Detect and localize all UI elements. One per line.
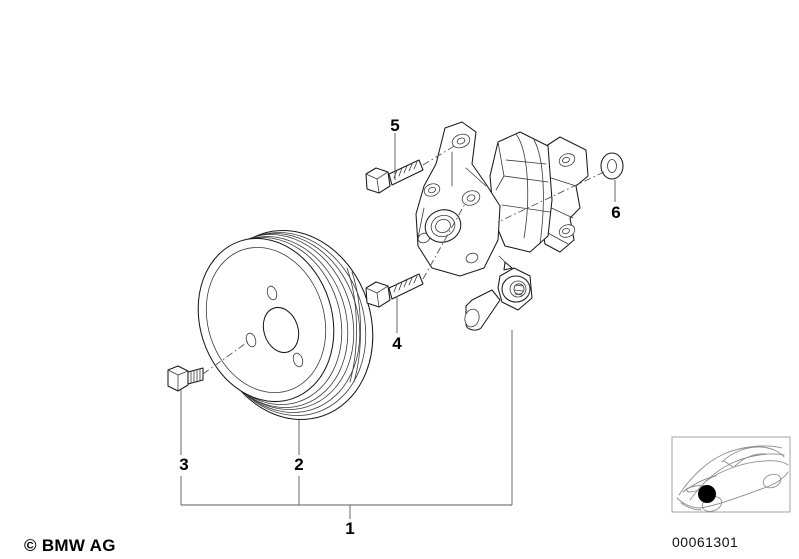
bolt-lower: [365, 273, 424, 308]
leader-line-pulley-bolt: [202, 340, 250, 375]
callout-label-4: 4: [392, 334, 402, 353]
leader-line-bolt-lower: [422, 201, 467, 280]
pump-housing: [415, 121, 589, 331]
callout-label-6: 6: [611, 203, 620, 222]
vehicle-location-inset: [671, 436, 791, 513]
part-number: 00061301: [672, 534, 738, 550]
bolt-upper: [365, 159, 424, 194]
assembly-bracket: [180, 330, 513, 519]
washer-bushing: [600, 152, 624, 180]
pulley: [197, 229, 374, 421]
leader-line-bolt-upper: [422, 144, 457, 166]
callout-label-5: 5: [390, 116, 399, 135]
callout-label-1: 1: [345, 519, 354, 538]
callout-label-3: 3: [179, 455, 188, 474]
copyright-notice: © BMW AG: [24, 536, 116, 555]
location-marker-dot: [698, 485, 716, 503]
pulley-bolt: [167, 365, 204, 392]
leader-line-washer: [497, 171, 605, 223]
callout-label-2: 2: [294, 455, 303, 474]
